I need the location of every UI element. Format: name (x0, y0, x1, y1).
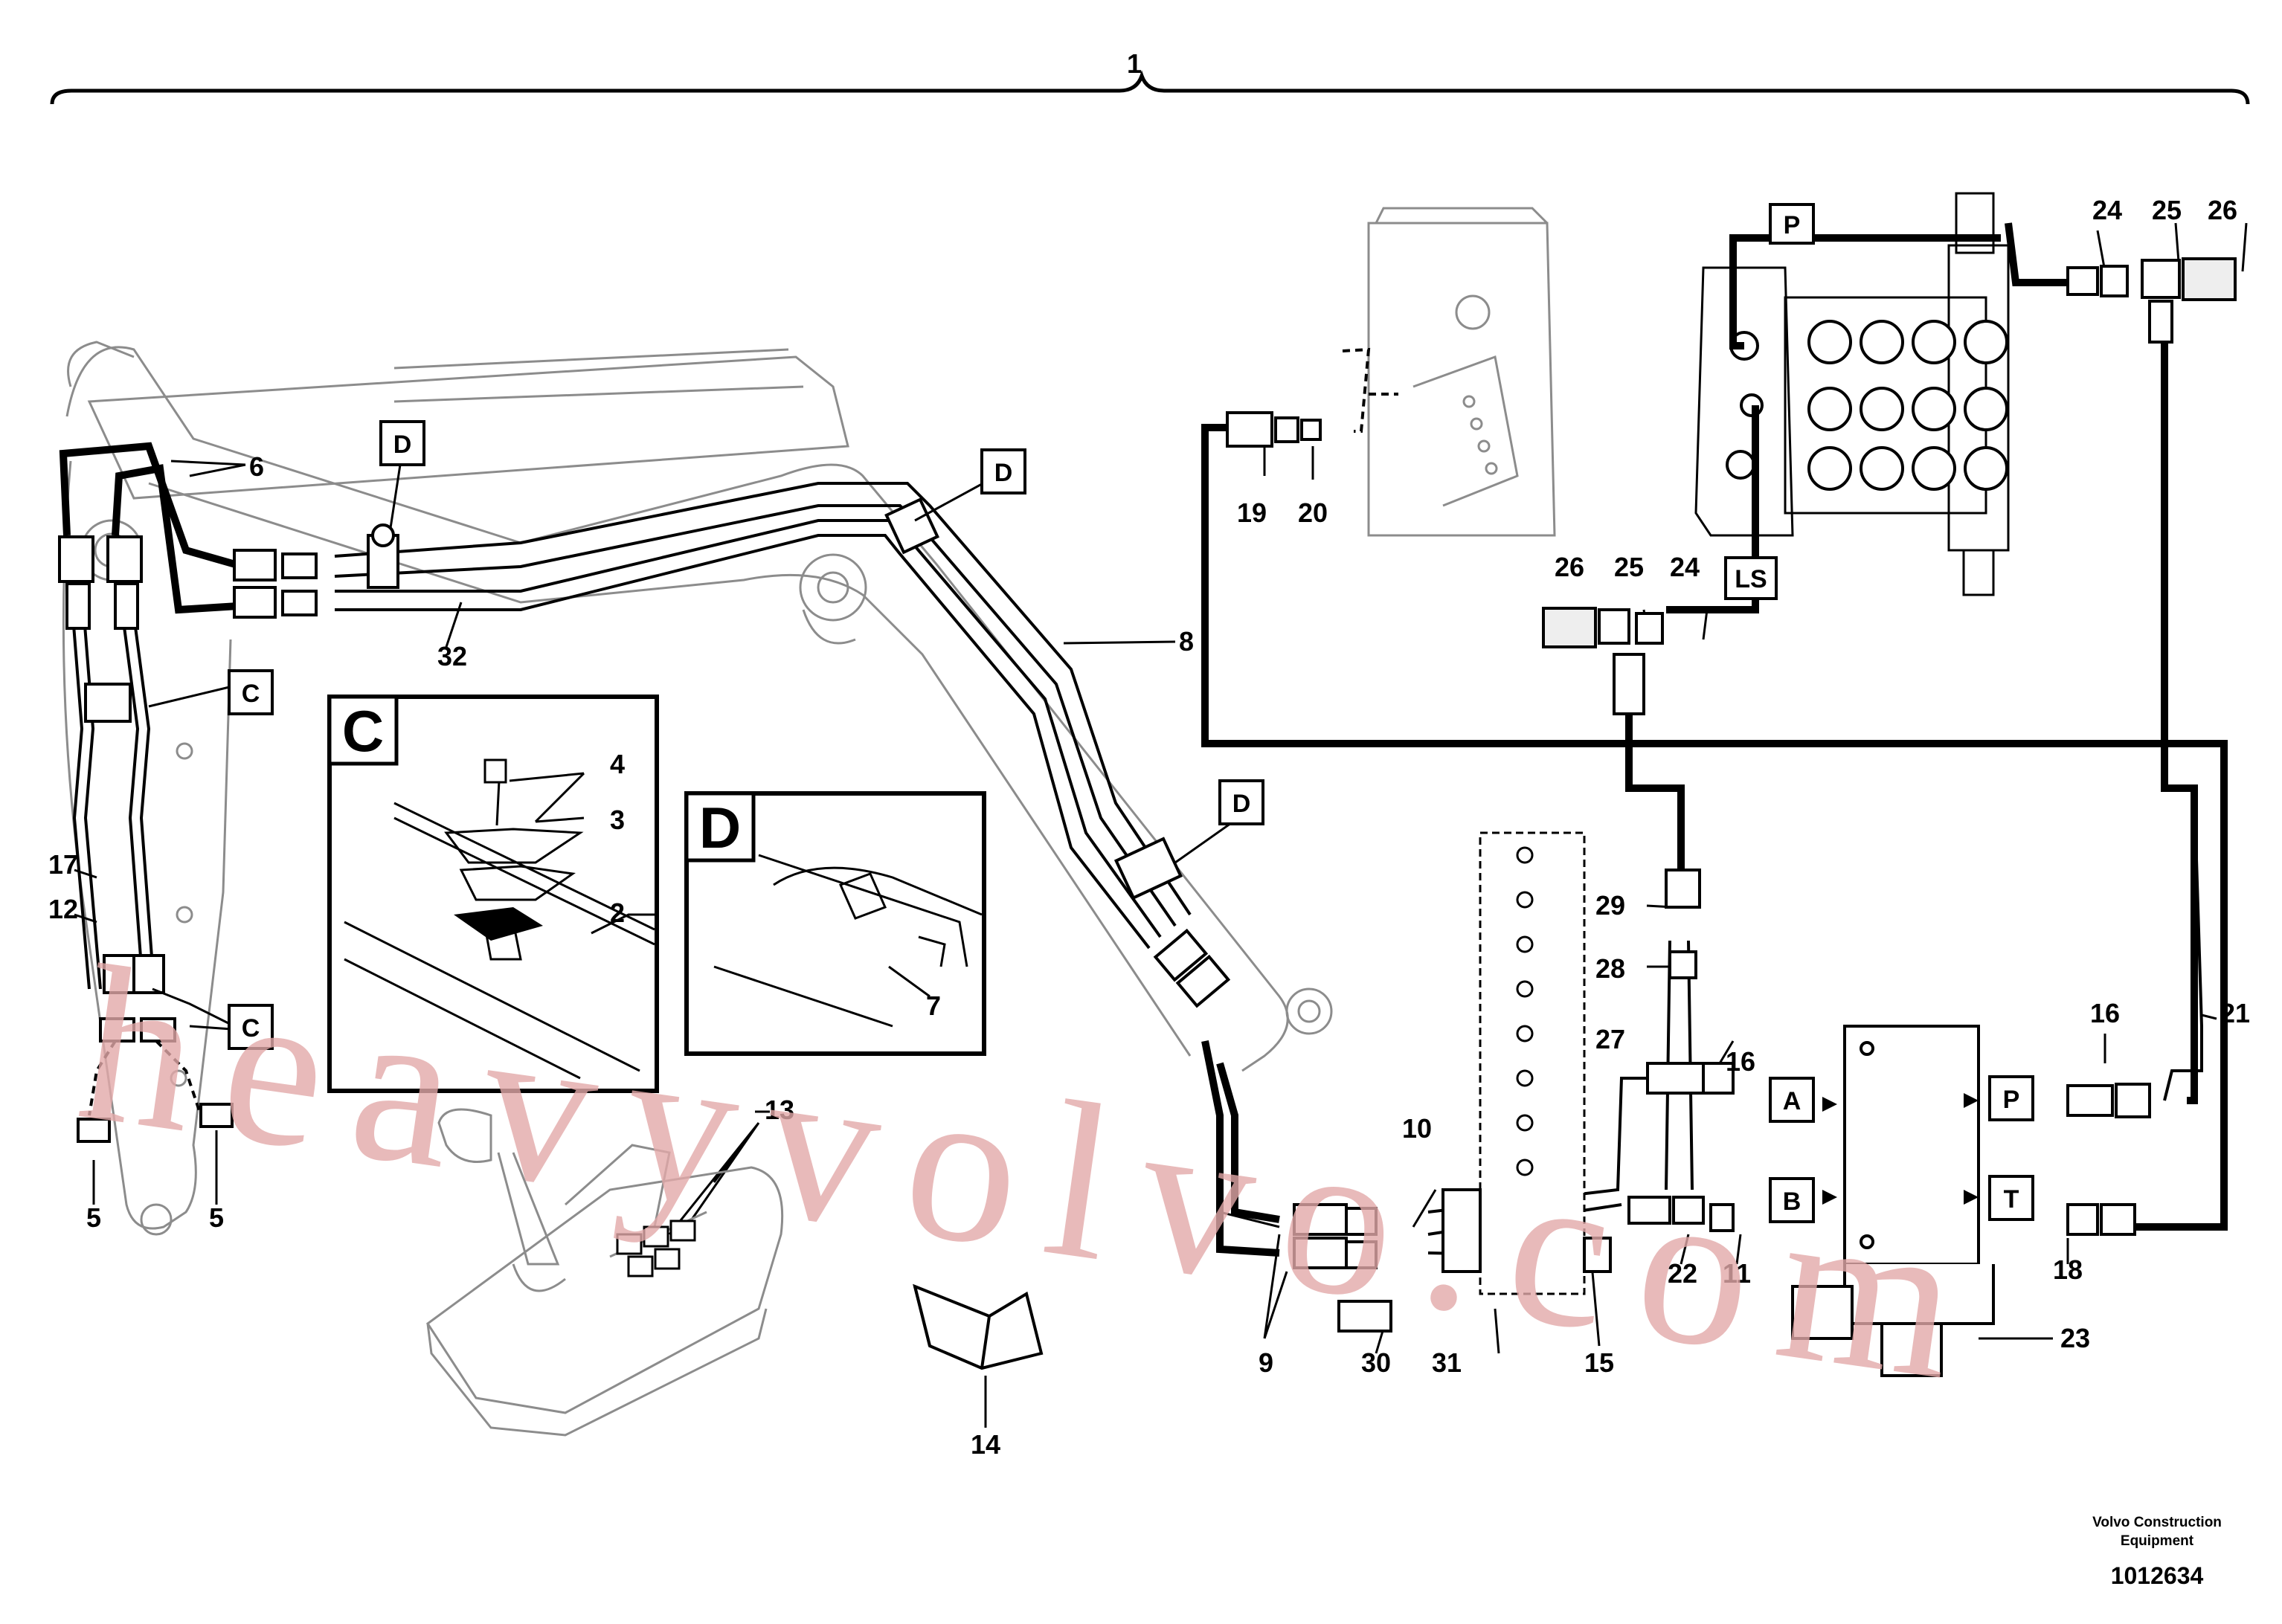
callout-2: 2 (610, 898, 625, 928)
callout-9: 9 (1259, 1347, 1273, 1378)
callout-8: 8 (1179, 626, 1194, 657)
callout-30: 30 (1361, 1347, 1391, 1378)
callout-13: 13 (765, 1095, 794, 1125)
callout-3: 3 (610, 805, 625, 835)
arm-end-plugs (77, 1103, 234, 1143)
bracket-clips (884, 497, 1231, 1008)
callout-5a: 5 (86, 1202, 101, 1233)
callout-1: 1 (1127, 48, 1142, 79)
label-d-right: D (1232, 790, 1251, 818)
callout-23: 23 (2060, 1323, 2090, 1353)
callout-25a: 25 (2152, 195, 2182, 225)
label-d-mid: D (994, 459, 1013, 487)
valve-arrows (1822, 1093, 1979, 1205)
callout-numbers: 2 3 4 5 5 6 7 8 9 10 11 12 13 14 15 16 1… (48, 195, 2250, 1460)
callout-31: 31 (1432, 1347, 1462, 1378)
console-switches (616, 1219, 696, 1277)
callout-26a: 26 (2208, 195, 2237, 225)
tap-block (1479, 831, 1586, 1295)
leader-lines (74, 222, 2248, 1428)
callout-21: 21 (2220, 998, 2250, 1028)
detail-view-d (684, 791, 986, 1056)
hammer-valve (1791, 1025, 1995, 1377)
detail-view-c (327, 695, 659, 1093)
top-bracket (50, 70, 2250, 105)
callout-20: 20 (1298, 497, 1328, 528)
callout-14: 14 (971, 1429, 1000, 1460)
arm-fittings (58, 535, 176, 1043)
callout-18: 18 (2053, 1254, 2083, 1285)
callout-27: 27 (1595, 1024, 1625, 1054)
company-line-2: Equipment (2121, 1533, 2194, 1549)
arm-top-fittings (233, 523, 399, 619)
label-p-right: P (2003, 1086, 2020, 1114)
label-p-top: P (1784, 211, 1801, 239)
callout-28: 28 (1595, 953, 1625, 984)
callout-24a: 24 (2092, 195, 2122, 225)
label-d-left: D (393, 431, 412, 459)
callout-11: 11 (1723, 1258, 1751, 1289)
boom-hoses (334, 482, 1192, 950)
company-line-1: Volvo Construction (2092, 1515, 2222, 1530)
arm-bold-hoses (59, 442, 240, 614)
callout-12: 12 (48, 894, 78, 924)
arm-hoses (69, 587, 154, 990)
callout-22: 22 (1668, 1258, 1697, 1289)
label-ls: LS (1735, 565, 1767, 593)
callout-29: 29 (1595, 890, 1625, 921)
panel-plug-hose (1342, 347, 1398, 433)
callout-15: 15 (1584, 1347, 1614, 1378)
operator-manual (913, 1283, 1044, 1370)
callout-10: 10 (1402, 1113, 1432, 1144)
callout-24b: 24 (1670, 552, 1700, 582)
valve-spools (1726, 320, 2008, 491)
detail-c-letter: C (342, 698, 384, 764)
drawing-number: 1012634 (2111, 1562, 2204, 1589)
schematic-fittings (1226, 257, 2237, 1333)
label-a: A (1783, 1087, 1802, 1115)
callout-17: 17 (48, 849, 78, 880)
callout-25b: 25 (1614, 552, 1644, 582)
machine-panel (1367, 207, 1556, 537)
label-c-bottom: C (242, 1014, 260, 1043)
control-valve (1694, 192, 2010, 596)
callout-32: 32 (437, 641, 467, 671)
label-boxes (228, 203, 2034, 1223)
arm-quick-couplers (88, 1040, 202, 1116)
callout-5b: 5 (209, 1202, 224, 1233)
label-c-top: C (242, 680, 260, 708)
callout-4: 4 (610, 749, 625, 779)
callout-16a: 16 (1726, 1046, 1755, 1077)
detail-d-letter: D (699, 795, 741, 860)
callout-26b: 26 (1555, 552, 1584, 582)
callout-6: 6 (249, 451, 264, 482)
label-b: B (1783, 1188, 1802, 1216)
callout-16b: 16 (2090, 998, 2120, 1028)
label-t: T (2004, 1185, 2019, 1214)
callout-19: 19 (1237, 497, 1267, 528)
callout-7: 7 (926, 990, 941, 1021)
